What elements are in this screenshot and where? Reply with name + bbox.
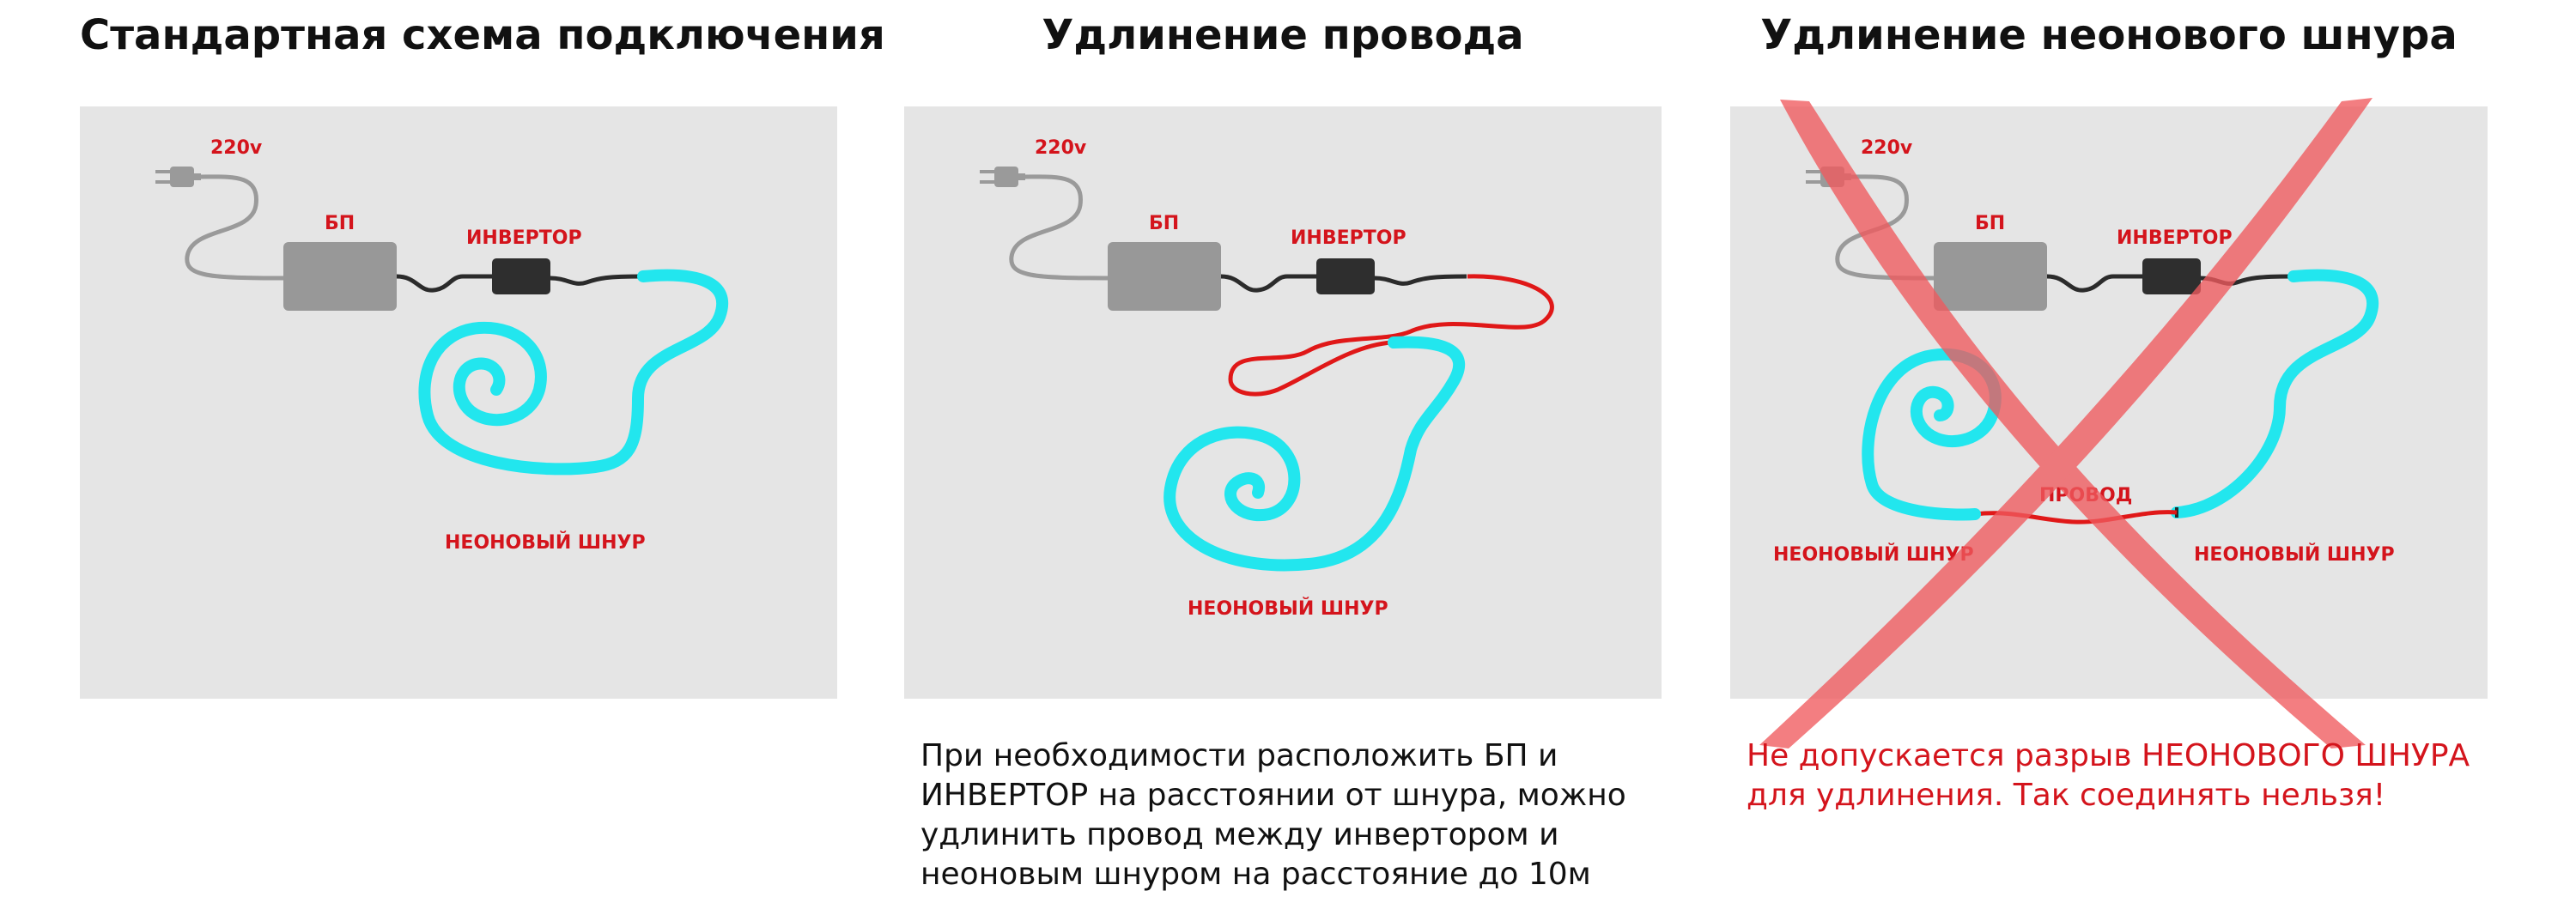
neon-cord-left-label: НЕОНОВЫЙ ШНУР <box>1773 543 1974 566</box>
panel-2-title: Удлинение провода <box>1042 11 1524 59</box>
mains-cable <box>185 174 287 281</box>
neon-cord-label: НЕОНОВЫЙ ШНУР <box>445 531 646 554</box>
standard-scheme-panel: 220v БП ИНВЕРТОР НЕОНОВЫЙ ШНУР <box>80 106 837 699</box>
plug-icon <box>155 167 201 187</box>
neon-extension-diagram: 220v БП ИНВЕРТОР ПРОВОД НЕОНОВЫЙ ШНУР НЕ… <box>1759 98 2395 748</box>
inverter-output-cable <box>1374 274 1467 286</box>
inverter-label: ИНВЕРТОР <box>1291 227 1406 249</box>
neon-extension-panel: 220v БП ИНВЕРТОР ПРОВОД НЕОНОВЫЙ ШНУР НЕ… <box>1730 98 2488 748</box>
note-line: ИНВЕРТОР на расстоянии от шнура, можно <box>920 778 1626 813</box>
psu-box <box>1934 242 2047 311</box>
mains-cable <box>1009 174 1111 281</box>
prohibited-cross-icon <box>1759 98 2372 748</box>
note-line: неоновым шнуром на расстояние до 10м <box>920 857 1591 892</box>
psu-label: БП <box>1149 213 1179 234</box>
psu-label: БП <box>325 213 355 234</box>
neon-extension-warning: Не допускается разрыв НЕОНОВОГО ШНУРА дл… <box>1747 736 2470 815</box>
neon-cord-right-label: НЕОНОВЫЙ ШНУР <box>2194 543 2395 566</box>
warning-line: для удлинения. Так соединять нельзя! <box>1747 778 2386 813</box>
psu-label: БП <box>1975 213 2005 234</box>
warning-line: Не допускается разрыв НЕОНОВОГО ШНУРА <box>1747 738 2470 773</box>
inverter-label: ИНВЕРТОР <box>2117 227 2233 249</box>
wire-extension-panel: 220v БП ИНВЕРТОР НЕОНОВЫЙ ШНУР <box>904 106 1662 699</box>
plug-icon <box>980 167 1025 187</box>
inverter-box <box>492 258 550 294</box>
psu-inverter-cable <box>396 274 464 293</box>
voltage-label: 220v <box>1035 137 1087 159</box>
psu-box <box>1108 242 1221 311</box>
extension-wire <box>1228 274 1554 397</box>
inverter-box <box>2142 258 2201 294</box>
inverter-box <box>1316 258 1375 294</box>
inverter-label: ИНВЕРТОР <box>466 227 582 249</box>
voltage-label: 220v <box>1861 137 1913 159</box>
note-line: При необходимости расположить БП и <box>920 738 1558 773</box>
voltage-label: 220v <box>210 137 263 159</box>
psu-box <box>283 242 397 311</box>
note-line: удлинить провод между инвертором и <box>920 817 1559 852</box>
panel-3-title: Удлинение неонового шнура <box>1760 11 2458 59</box>
psu-inverter-cable <box>2046 274 2114 293</box>
neon-cord-label: НЕОНОВЫЙ ШНУР <box>1188 597 1388 620</box>
neon-cord <box>1163 336 1465 572</box>
psu-inverter-cable <box>1220 274 1288 293</box>
wire-extension-note: При необходимости расположить БП и ИНВЕР… <box>920 736 1626 894</box>
neon-cord <box>418 269 729 476</box>
inverter-output-cable <box>550 274 643 286</box>
standard-scheme-diagram: 220v БП ИНВЕРТОР НЕОНОВЫЙ ШНУР <box>155 137 729 554</box>
wire-extension-diagram: 220v БП ИНВЕРТОР НЕОНОВЫЙ ШНУР <box>980 137 1554 620</box>
neon-cord-right <box>2171 269 2379 518</box>
panel-1-title: Стандартная схема подключения <box>80 11 885 59</box>
